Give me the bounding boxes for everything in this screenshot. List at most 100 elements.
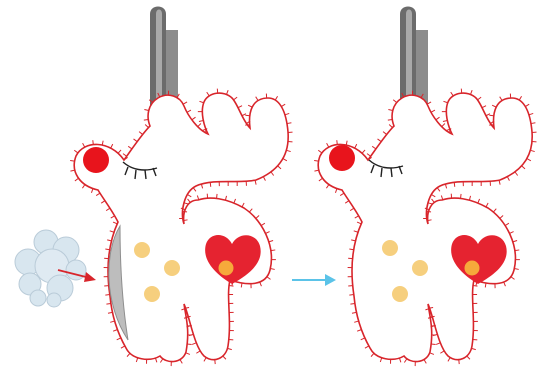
stitch-mark bbox=[271, 172, 274, 176]
stitch-mark bbox=[113, 330, 117, 332]
stitch-mark bbox=[478, 199, 480, 203]
stitch-mark bbox=[278, 166, 281, 169]
stitch-mark bbox=[380, 358, 381, 362]
spot bbox=[134, 242, 150, 258]
stitch-mark bbox=[378, 139, 382, 142]
stitch-mark bbox=[187, 110, 191, 112]
stitch-mark bbox=[327, 143, 329, 147]
stitch-mark bbox=[187, 195, 191, 197]
stitch-mark bbox=[110, 231, 114, 232]
stitch-mark bbox=[229, 286, 233, 287]
stitch-mark bbox=[510, 232, 514, 234]
stitch-mark bbox=[337, 140, 338, 144]
spot bbox=[382, 240, 398, 256]
stitch-mark bbox=[388, 110, 392, 111]
stitch-mark bbox=[83, 143, 85, 147]
stitch-mark bbox=[357, 330, 361, 332]
stitch-mark bbox=[144, 119, 148, 120]
stitch-mark bbox=[515, 250, 519, 251]
stitch-mark bbox=[519, 96, 521, 100]
stitch-mark bbox=[223, 356, 226, 359]
stitch-mark bbox=[269, 240, 273, 241]
stitch-mark bbox=[110, 321, 114, 322]
stitch-mark bbox=[183, 102, 187, 104]
stitch-mark bbox=[441, 195, 442, 199]
stitch-mark bbox=[326, 184, 329, 188]
nose-icon bbox=[83, 147, 109, 173]
stitch-mark bbox=[127, 353, 130, 356]
stitch-mark bbox=[82, 184, 85, 188]
stitch-mark bbox=[448, 357, 450, 361]
stitch-mark bbox=[349, 249, 353, 250]
stitch-mark bbox=[461, 194, 462, 198]
heart-button bbox=[219, 261, 234, 276]
stitch-mark bbox=[186, 353, 190, 355]
nose-icon bbox=[329, 145, 355, 171]
stitch-mark bbox=[492, 105, 496, 107]
stitch-mark bbox=[404, 359, 407, 363]
stitch-mark bbox=[144, 110, 148, 111]
stitch-mark bbox=[314, 160, 318, 161]
stitch-mark bbox=[511, 277, 515, 280]
spot bbox=[412, 260, 428, 276]
stitch-mark bbox=[101, 201, 105, 204]
stitch-mark bbox=[198, 124, 201, 127]
stitch-mark bbox=[117, 338, 121, 340]
stitch-mark bbox=[442, 124, 445, 127]
stitch-mark bbox=[196, 351, 200, 353]
stitch-mark bbox=[286, 150, 290, 151]
stitch-mark bbox=[270, 269, 274, 270]
stitch-mark bbox=[473, 286, 477, 287]
stitch-mark bbox=[155, 358, 156, 362]
stitch-mark bbox=[514, 269, 518, 270]
stitch-mark bbox=[283, 159, 287, 161]
stitch-mark bbox=[399, 358, 400, 362]
spot bbox=[392, 286, 408, 302]
stitch-mark bbox=[255, 180, 256, 184]
stitch-mark bbox=[500, 215, 503, 218]
stitch-mark bbox=[184, 203, 188, 204]
stitch-mark bbox=[281, 104, 285, 106]
stitch-mark bbox=[443, 121, 447, 122]
stitch-mark bbox=[267, 277, 271, 280]
stitch-mark bbox=[454, 182, 455, 186]
stitch-mark bbox=[248, 105, 252, 107]
stitch-mark bbox=[271, 250, 275, 251]
stitch-mark bbox=[180, 360, 182, 364]
stitch-mark bbox=[199, 121, 203, 122]
stitch-mark bbox=[513, 240, 517, 241]
stitch-mark bbox=[197, 195, 198, 199]
stitch-mark bbox=[139, 132, 143, 135]
reindeer-outline bbox=[318, 93, 532, 362]
stitch-mark bbox=[256, 215, 259, 218]
stitch-mark bbox=[529, 113, 533, 114]
stitch-mark bbox=[105, 249, 109, 250]
stitch-mark bbox=[530, 150, 534, 151]
spot bbox=[164, 260, 180, 276]
stitch-mark bbox=[335, 189, 336, 193]
spot bbox=[144, 286, 160, 302]
stitch-mark bbox=[105, 295, 109, 296]
stitch-mark bbox=[371, 353, 374, 356]
stitch-mark bbox=[357, 222, 361, 224]
stitch-mark bbox=[210, 182, 211, 186]
stitch-mark bbox=[234, 199, 236, 203]
stitch-mark bbox=[217, 194, 218, 198]
stitch-mark bbox=[485, 283, 486, 287]
stitch-mark bbox=[106, 303, 110, 304]
stitch-mark bbox=[451, 92, 453, 96]
stitch-mark bbox=[128, 146, 132, 149]
cotton-stuffing-icon bbox=[15, 230, 86, 307]
stitch-mark bbox=[432, 199, 435, 203]
stitch-mark bbox=[201, 184, 202, 188]
stitch-mark bbox=[192, 343, 196, 345]
stitch-mark bbox=[96, 193, 100, 195]
stitch-mark bbox=[486, 203, 488, 207]
stitch-mark bbox=[372, 146, 376, 149]
stitch-mark bbox=[91, 189, 92, 193]
stitch-mark bbox=[260, 282, 262, 286]
stitch-mark bbox=[482, 106, 486, 108]
stitch-mark bbox=[388, 119, 392, 120]
stitch-mark bbox=[192, 117, 196, 120]
